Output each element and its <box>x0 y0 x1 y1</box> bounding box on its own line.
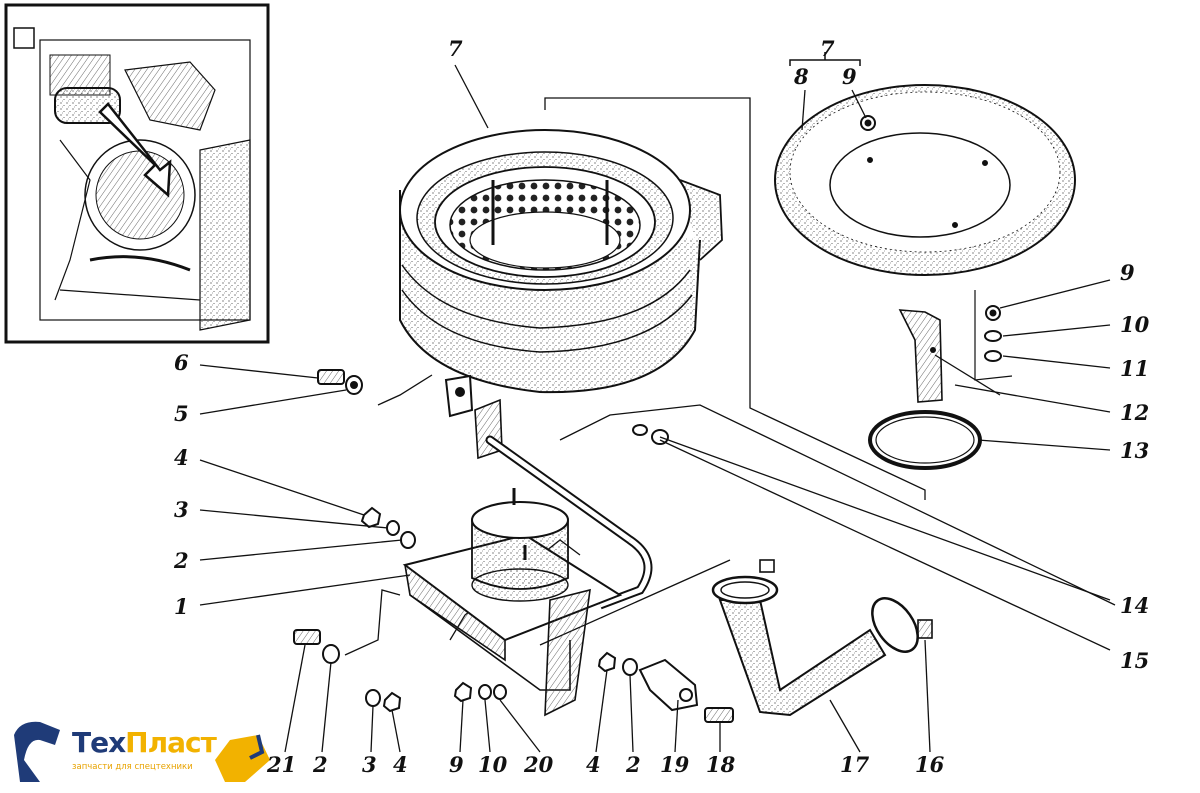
filter-housing <box>399 129 723 394</box>
label-13: 13 <box>1120 438 1150 463</box>
label-16: 16 <box>915 752 945 777</box>
label-21: 21 <box>267 752 297 777</box>
techplast-logo-mark <box>14 721 270 782</box>
label-17: 17 <box>840 752 870 777</box>
label-19: 19 <box>660 752 690 777</box>
leader-lines <box>199 64 1111 753</box>
logo-wordmark-part1: Тех <box>72 726 126 759</box>
label-2-bottom-b: 2 <box>626 752 641 777</box>
label-9-bottom: 9 <box>449 752 464 777</box>
label-6: 6 <box>174 350 189 375</box>
label-12: 12 <box>1120 400 1150 425</box>
techplast-logo: ТехПласт запчасти для спецтехники <box>6 712 286 790</box>
label-5: 5 <box>174 401 189 426</box>
logo-wordmark-part2: Пласт <box>125 726 217 759</box>
logo-tagline: запчасти для спецтехники <box>72 762 193 772</box>
mounting-bracket <box>402 398 653 717</box>
label-4-bottom-b: 4 <box>586 752 601 777</box>
inset-engine-view <box>4 3 270 344</box>
intake-hose <box>711 559 933 717</box>
label-9-cover: 9 <box>842 64 857 89</box>
label-14: 14 <box>1120 593 1150 618</box>
label-10-right: 10 <box>1120 312 1150 337</box>
inset-pointer-arrow <box>98 102 172 198</box>
label-4-bottom-a: 4 <box>393 752 408 777</box>
label-2-bottom-a: 2 <box>313 752 328 777</box>
label-7-cover-group: 7 <box>820 36 835 61</box>
label-8: 8 <box>794 64 809 89</box>
label-1: 1 <box>174 594 189 619</box>
label-18: 18 <box>706 752 736 777</box>
label-20: 20 <box>524 752 554 777</box>
label-10-bottom: 10 <box>478 752 508 777</box>
filter-cover <box>774 52 1076 276</box>
label-15: 15 <box>1120 648 1150 673</box>
label-2-left: 2 <box>174 548 189 573</box>
label-7-housing: 7 <box>448 36 463 61</box>
label-9-right: 9 <box>1120 260 1135 285</box>
label-3-bottom: 3 <box>362 752 377 777</box>
logo-wordmark: ТехПласт <box>72 726 217 759</box>
label-4-left: 4 <box>174 445 189 470</box>
label-3-left: 3 <box>174 497 189 522</box>
label-11: 11 <box>1120 356 1150 381</box>
